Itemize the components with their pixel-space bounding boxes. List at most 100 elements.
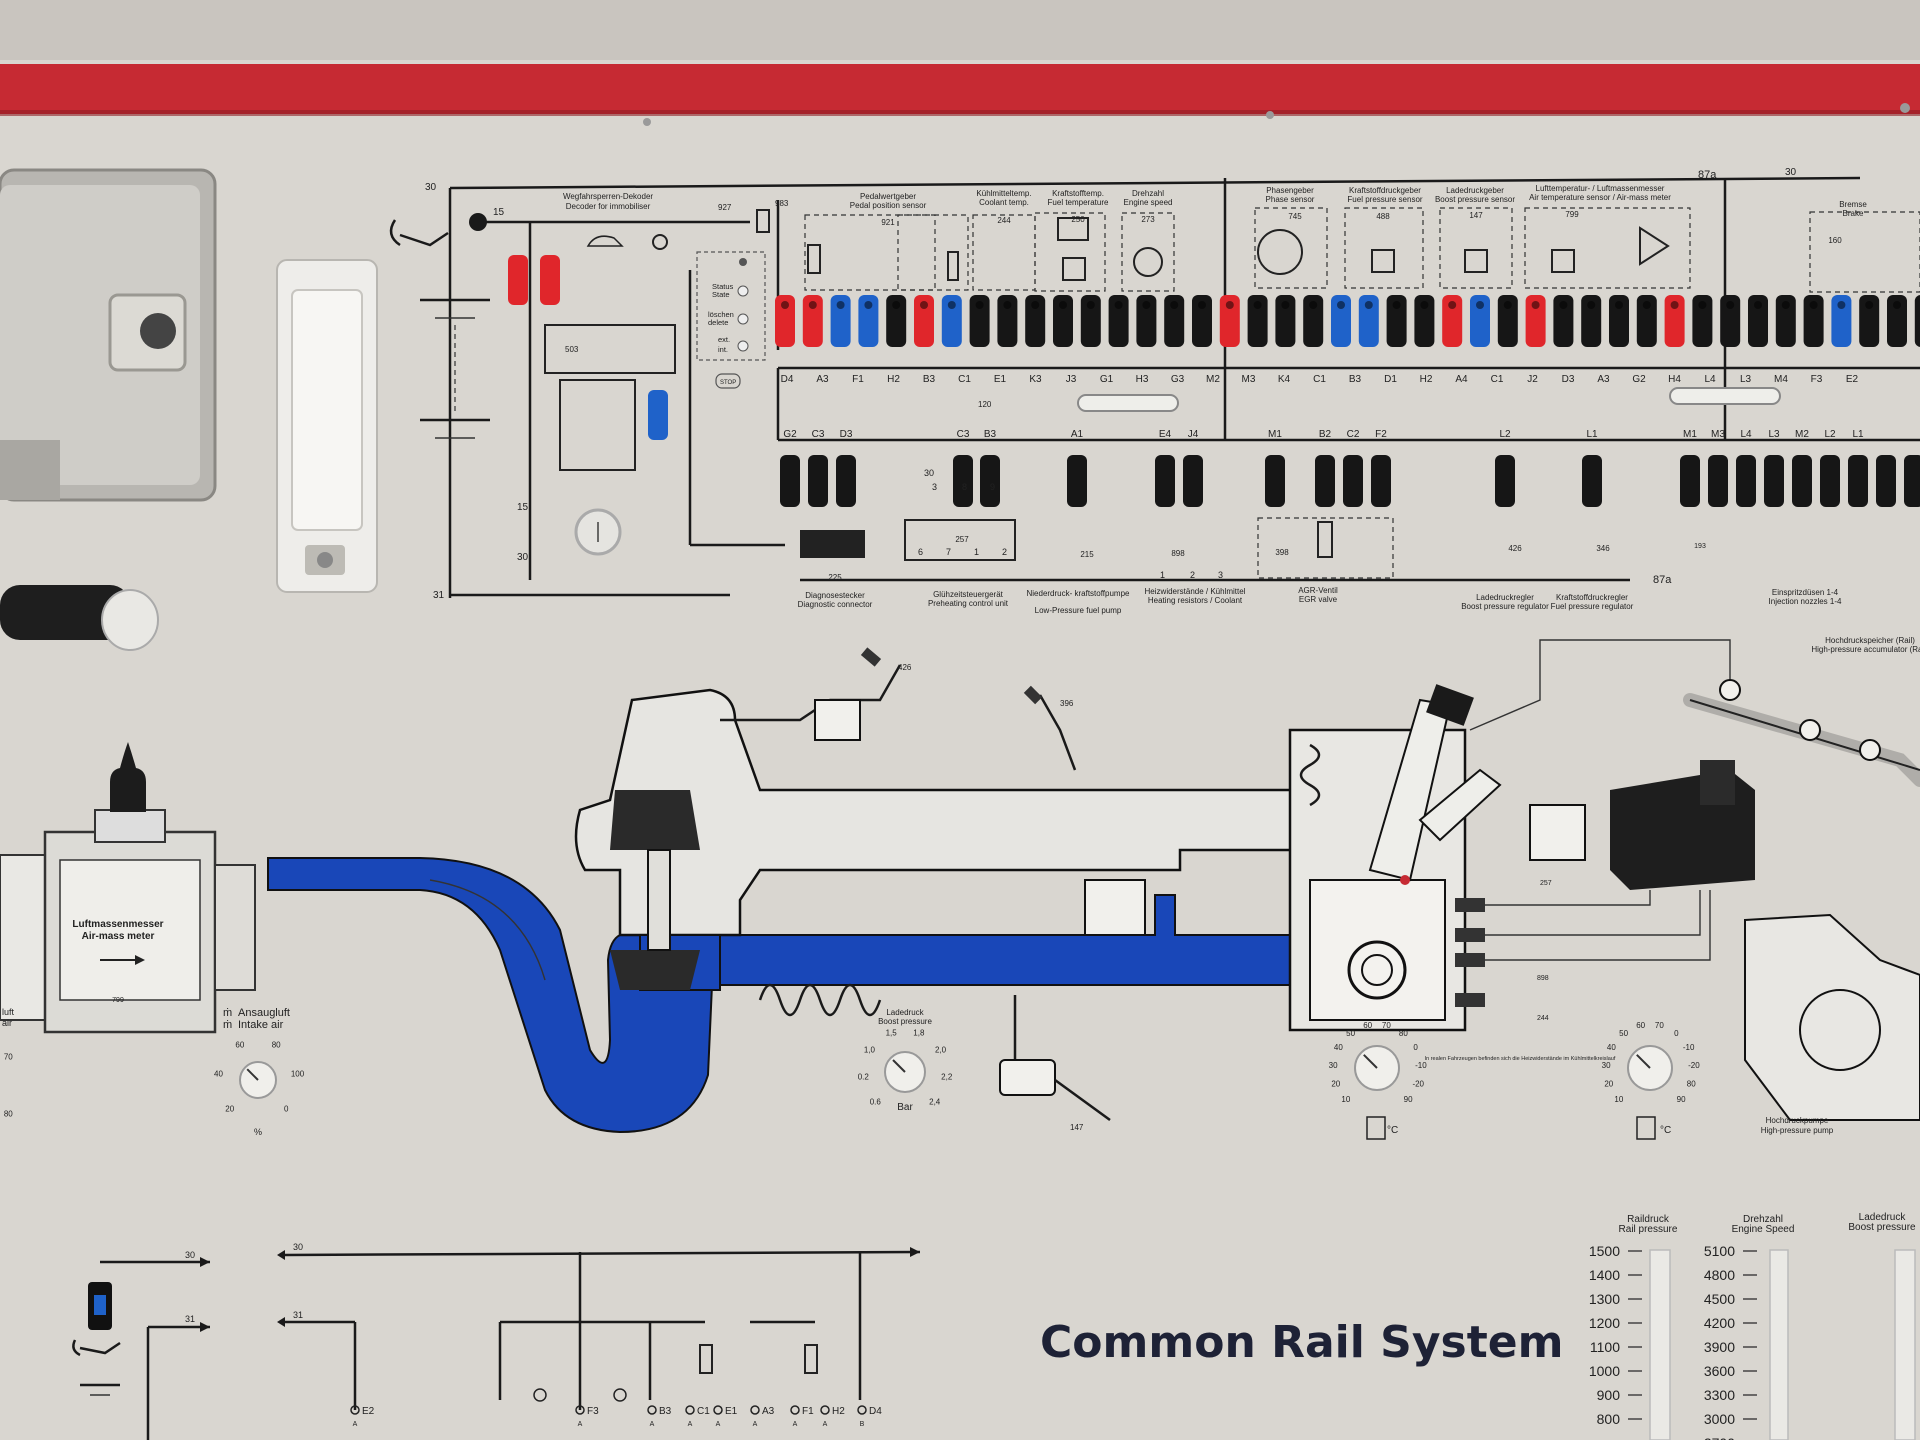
- dial-tick-label: 0: [284, 1104, 289, 1113]
- socket-black[interactable]: [1414, 295, 1435, 347]
- socket-black[interactable]: [1708, 455, 1728, 507]
- intake-symbol-2: ṁ: [223, 1019, 232, 1031]
- upper-pin-label: D1: [1384, 374, 1397, 385]
- socket-black[interactable]: [1636, 295, 1657, 347]
- rail-scale-bar: [1649, 1249, 1671, 1440]
- socket-black[interactable]: [1183, 455, 1203, 507]
- socket-black[interactable]: [1820, 455, 1840, 507]
- socket-black[interactable]: [1155, 455, 1175, 507]
- socket-black[interactable]: [1876, 455, 1896, 507]
- socket-black[interactable]: [1848, 455, 1868, 507]
- socket-blue[interactable]: [1358, 295, 1379, 347]
- socket-black[interactable]: [1680, 455, 1700, 507]
- scale-value: 4800: [1704, 1267, 1735, 1283]
- lower-pin-label: C3: [812, 429, 825, 440]
- socket-red[interactable]: [1219, 295, 1240, 347]
- socket-blue[interactable]: [648, 390, 668, 440]
- socket-black[interactable]: [1343, 455, 1363, 507]
- socket-black[interactable]: [1497, 295, 1518, 347]
- socket-black[interactable]: [1247, 295, 1268, 347]
- boostreg-en: Boost pressure regulator: [1461, 602, 1549, 611]
- socket-black[interactable]: [953, 455, 973, 507]
- socket-black[interactable]: [1582, 455, 1602, 507]
- socket-black[interactable]: [1303, 295, 1324, 347]
- speed-sensor-icon: [1133, 247, 1163, 277]
- socket-black[interactable]: [1581, 295, 1602, 347]
- upper-pin-label: A4: [1455, 374, 1468, 385]
- upper-pin-label: B3: [923, 374, 936, 385]
- fueltemp-num: 250: [1071, 215, 1085, 224]
- socket-black[interactable]: [1080, 295, 1101, 347]
- socket-black[interactable]: [1887, 295, 1907, 347]
- socket-black[interactable]: [997, 295, 1018, 347]
- socket-blue[interactable]: [941, 295, 962, 347]
- upper-pin-label: E1: [994, 374, 1007, 385]
- socket-black[interactable]: [1053, 295, 1073, 347]
- socket-black[interactable]: [1720, 295, 1741, 347]
- dial-tick-label: 30: [1329, 1061, 1338, 1070]
- socket-blue[interactable]: [1331, 295, 1351, 347]
- socket-black[interactable]: [1692, 295, 1713, 347]
- socket-black[interactable]: [1609, 295, 1629, 347]
- socket-black[interactable]: [1164, 295, 1185, 347]
- socket-red[interactable]: [1442, 295, 1463, 347]
- socket-red[interactable]: [1525, 295, 1546, 347]
- socket-black[interactable]: [1192, 295, 1212, 347]
- socket-red[interactable]: [508, 255, 528, 305]
- label-31: 31: [433, 590, 445, 601]
- socket-black[interactable]: [1748, 295, 1768, 347]
- socket-black[interactable]: [1792, 455, 1812, 507]
- socket-black[interactable]: [1275, 295, 1296, 347]
- socket-black[interactable]: [836, 455, 856, 507]
- socket-hole: [1337, 301, 1345, 309]
- socket-red[interactable]: [1664, 295, 1685, 347]
- socket-black[interactable]: [1386, 295, 1407, 347]
- socket-blue[interactable]: [830, 295, 851, 347]
- socket-black[interactable]: [1764, 455, 1784, 507]
- socket-black[interactable]: [886, 295, 907, 347]
- diag-num: 225: [828, 573, 842, 582]
- airtemp-de: Lufttemperatur- / Luftmassenmesser: [1536, 184, 1665, 193]
- n257: 257: [1540, 880, 1552, 887]
- immobiliser-de: Wegfahrsperren-Dekoder: [563, 192, 653, 201]
- bottom-31b: 31: [293, 1310, 303, 1320]
- socket-black[interactable]: [1904, 455, 1920, 507]
- socket-black[interactable]: [808, 455, 828, 507]
- socket-black[interactable]: [1371, 455, 1391, 507]
- socket-black[interactable]: [1775, 295, 1796, 347]
- socket-black[interactable]: [1736, 455, 1756, 507]
- status-de: Status: [712, 282, 734, 291]
- socket-red[interactable]: [775, 295, 795, 347]
- glow-de: Glühzeitsteuergerät: [933, 590, 1004, 599]
- socket-black[interactable]: [1067, 455, 1087, 507]
- socket-black[interactable]: [1315, 455, 1335, 507]
- socket-black[interactable]: [1108, 295, 1129, 347]
- socket-red[interactable]: [914, 295, 934, 347]
- upper-pin-label: M4: [1774, 374, 1788, 385]
- fueltemp-en: Fuel temperature: [1048, 198, 1109, 207]
- socket-red[interactable]: [540, 255, 560, 305]
- socket-black[interactable]: [980, 455, 1000, 507]
- socket-black[interactable]: [1025, 295, 1046, 347]
- socket-black[interactable]: [1553, 295, 1574, 347]
- socket-black[interactable]: [1265, 455, 1285, 507]
- socket-blue[interactable]: [1470, 295, 1490, 347]
- socket-black[interactable]: [780, 455, 800, 507]
- socket-black[interactable]: [1914, 295, 1920, 347]
- lpp-en: Low-Pressure fuel pump: [1035, 606, 1122, 615]
- sensor-icon: [533, 1388, 547, 1402]
- scale-value: 1400: [1589, 1267, 1620, 1283]
- socket-black[interactable]: [1803, 295, 1824, 347]
- ext-label: ext.: [718, 335, 730, 344]
- socket-black[interactable]: [969, 295, 990, 347]
- airtemp-en: Air temperature sensor / Air-mass meter: [1529, 193, 1671, 202]
- socket-hole: [1420, 301, 1429, 309]
- pressure-sensor-icon: [1371, 249, 1395, 273]
- socket-red[interactable]: [802, 295, 823, 347]
- socket-black[interactable]: [1136, 295, 1157, 347]
- socket-blue[interactable]: [1831, 295, 1852, 347]
- socket-black[interactable]: [1495, 455, 1515, 507]
- socket-blue[interactable]: [858, 295, 879, 347]
- socket-black[interactable]: [1859, 295, 1880, 347]
